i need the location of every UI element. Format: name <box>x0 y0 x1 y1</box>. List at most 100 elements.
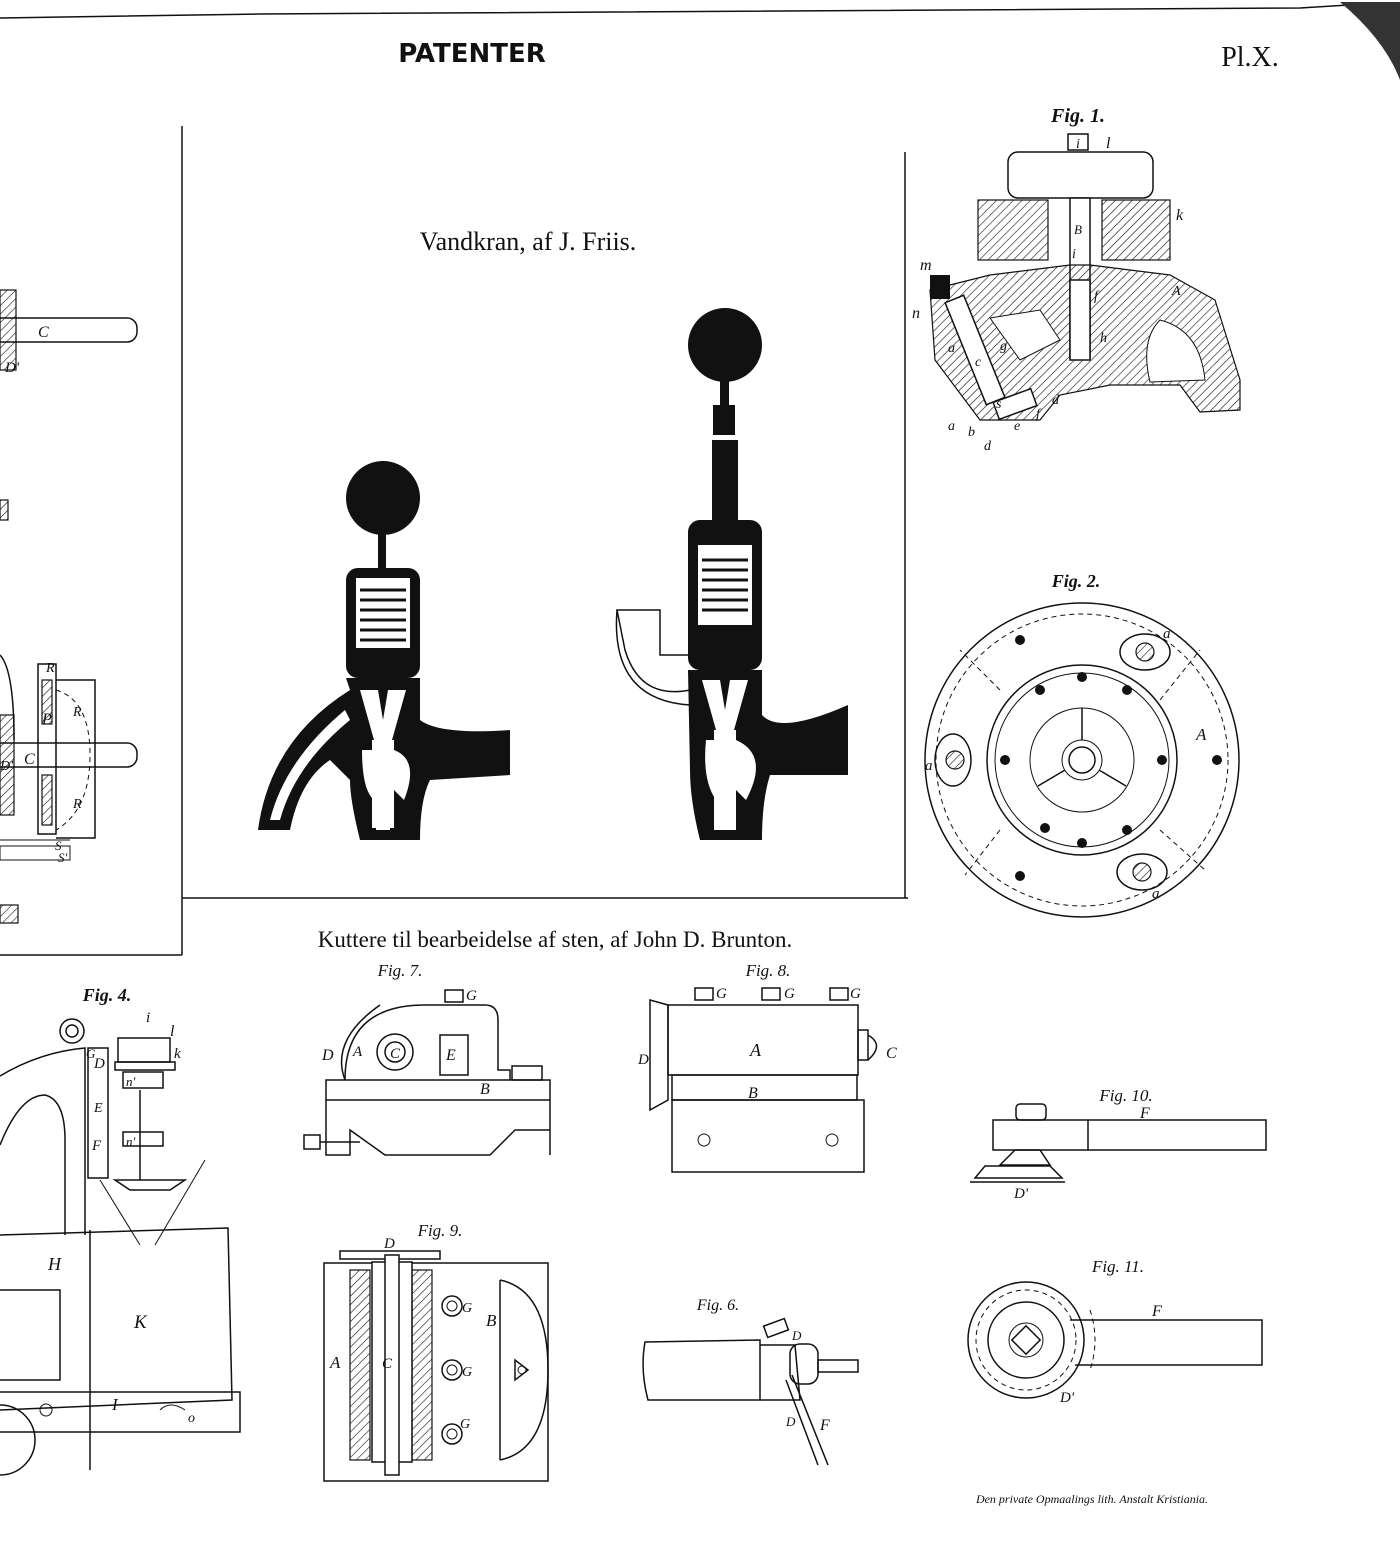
fig1-label-s: s <box>996 397 1002 412</box>
plate-number: Pl.X. <box>1221 42 1279 73</box>
fig4-label-k-big: K <box>133 1312 148 1333</box>
fig8-label-d: D <box>637 1052 649 1068</box>
fig10-label-f: F <box>1139 1105 1150 1122</box>
fig1-label-h: h <box>1100 331 1107 346</box>
fig1-label-k: k <box>1176 207 1184 224</box>
left-partial-drawing: C D' R P R D' C R S S' <box>0 289 138 924</box>
fig4-label-e: E <box>93 1101 103 1116</box>
fig6-caption: Fig. 6. <box>696 1297 739 1314</box>
fig11-label-f: F <box>1151 1303 1162 1320</box>
fig7-caption: Fig. 7. <box>377 961 423 980</box>
frame-lines <box>0 126 908 956</box>
fig1-label-a-big: A <box>1171 284 1181 299</box>
fig4-label-i-big: I <box>111 1395 119 1414</box>
fig1-label-d1: d <box>1052 393 1060 408</box>
fig1-label-a2: a <box>948 419 955 434</box>
fig9-drawing: D G B A C G G <box>323 1236 549 1482</box>
fig1-label-g: g <box>1000 339 1007 354</box>
fig7-label-a: A <box>352 1044 363 1060</box>
fig4-label-n1: n' <box>126 1074 136 1089</box>
fig7-label-e: E <box>445 1047 456 1064</box>
left-label-d2: D' <box>0 759 14 774</box>
fig2-drawing: a A a a <box>924 602 1240 918</box>
left-label-r2: R <box>72 705 82 720</box>
fig1-label-b: B <box>1074 222 1082 237</box>
fig4-label-d: D <box>93 1056 105 1072</box>
fig10-label-d-prime: D' <box>1013 1186 1029 1202</box>
left-label-d1: D' <box>4 360 20 376</box>
fig1-label-c: c <box>975 355 982 370</box>
left-label-c2: C <box>24 751 35 768</box>
fig2-label-a-big: A <box>1195 725 1207 744</box>
fig9-label-c: C <box>382 1356 393 1372</box>
fig11-caption: Fig. 11. <box>1091 1257 1144 1276</box>
fig1-label-m: m <box>920 257 932 274</box>
fig6-label-f: F <box>819 1417 830 1434</box>
fig1-label-f1: f <box>1094 289 1100 304</box>
fig8-drawing: G G G D A C B <box>637 986 897 1173</box>
fig1-label-n: n <box>912 305 920 322</box>
fig7-label-g: G <box>466 988 477 1004</box>
fig10-drawing: F D' <box>970 1103 1267 1202</box>
plate-torn-corner <box>1340 2 1400 80</box>
fig7-label-b: B <box>480 1081 490 1098</box>
fig4-drawing: i l G k D n' E F n' H K I o <box>0 1010 241 1476</box>
left-label-p: P <box>41 711 52 728</box>
vandkran-drawing-left <box>258 461 510 840</box>
fig6-label-d1: D <box>791 1328 802 1343</box>
left-label-c1: C <box>38 324 49 341</box>
fig7-label-d: D <box>321 1047 334 1064</box>
left-label-s-prime: S' <box>58 850 68 865</box>
fig1-label-a1: a <box>948 341 955 356</box>
fig1-drawing: i l k B i m n A f a c g h s d a b d e f <box>912 133 1241 454</box>
fig2-label-a2: a <box>925 758 933 774</box>
fig9-caption: Fig. 9. <box>417 1221 463 1240</box>
fig8-label-a: A <box>749 1040 762 1060</box>
fig7-drawing: D A C E G B <box>303 988 551 1156</box>
fig8-label-g2: G <box>784 986 795 1002</box>
fig9-label-d: D <box>383 1236 395 1252</box>
kuttere-title: Kuttere til bearbeidelse af sten, af Joh… <box>318 927 793 952</box>
fig9-label-a: A <box>329 1353 341 1372</box>
fig1-label-i2: i <box>1072 247 1076 262</box>
fig7-label-c: C <box>390 1046 401 1062</box>
fig4-label-n2: n' <box>126 1134 136 1149</box>
fig10-caption: Fig. 10. <box>1098 1086 1152 1105</box>
fig8-caption: Fig. 8. <box>745 961 791 980</box>
fig1-label-f2: f <box>1036 407 1042 422</box>
vandkran-drawing-right <box>615 308 848 840</box>
fig2-caption: Fig. 2. <box>1051 571 1101 591</box>
fig4-label-g: G <box>86 1046 96 1061</box>
vandkran-title: Vandkran, af J. Friis. <box>420 227 637 256</box>
fig4-caption: Fig. 4. <box>82 985 132 1005</box>
fig1-label-d2: d <box>984 439 992 454</box>
fig8-label-b: B <box>748 1085 758 1102</box>
fig11-drawing: F D' <box>967 1281 1263 1406</box>
fig9-label-b: B <box>486 1311 497 1330</box>
fig9-label-g2: G <box>462 1365 472 1380</box>
fig6-drawing: D D F <box>642 1317 859 1466</box>
fig4-label-h: H <box>47 1254 62 1274</box>
left-label-r1: R <box>45 661 55 676</box>
fig9-label-g1: G <box>462 1301 472 1316</box>
fig1-caption: Fig. 1. <box>1050 105 1105 127</box>
left-label-r3: R <box>72 797 82 812</box>
fig4-label-l: l <box>170 1023 175 1040</box>
fig1-label-i1: i <box>1076 137 1080 152</box>
fig4-label-k: k <box>174 1046 181 1062</box>
fig4-label-o: o <box>188 1411 195 1426</box>
fig11-label-d-prime: D' <box>1059 1390 1075 1406</box>
fig4-label-i: i <box>146 1010 150 1026</box>
fig6-label-d2: D <box>785 1414 796 1429</box>
fig2-label-a3: a <box>1152 886 1160 902</box>
fig9-label-g3: G <box>460 1417 470 1432</box>
fig8-label-g3: G <box>850 986 861 1002</box>
plate-top-border <box>0 3 1366 19</box>
fig4-label-f: F <box>91 1138 102 1154</box>
header-title: PATENTER <box>398 39 546 69</box>
fig2-label-a1: a <box>1163 626 1171 642</box>
fig8-label-g1: G <box>716 986 727 1002</box>
footer-imprint: Den private Opmaalings lith. Anstalt Kri… <box>975 1492 1208 1506</box>
fig1-label-e: e <box>1014 419 1020 434</box>
